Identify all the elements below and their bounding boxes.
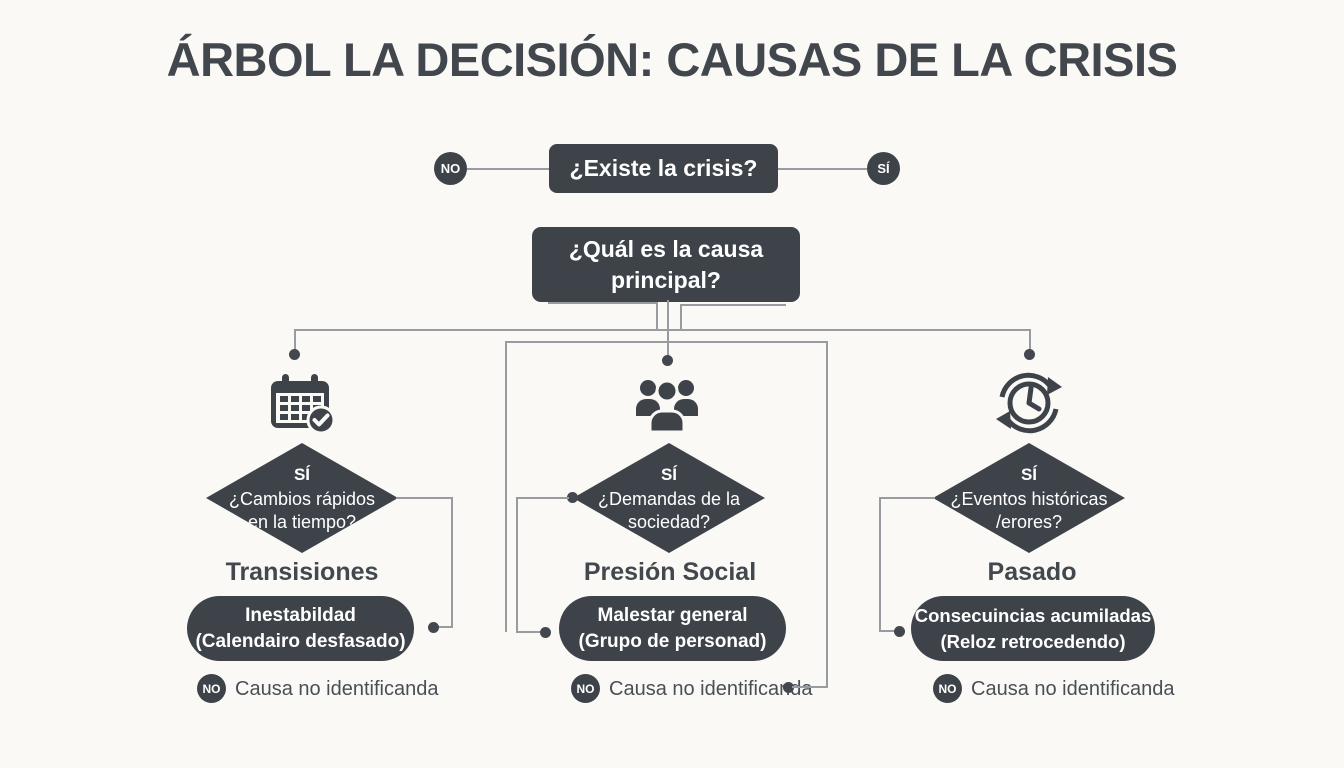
connector-dot	[289, 349, 300, 360]
connector-line	[681, 304, 786, 306]
diamond-question-line1: ¿Cambios rápidos	[228, 488, 376, 509]
connector-line	[517, 631, 544, 633]
connector-line	[437, 626, 452, 628]
decision-diamond-past: SÍ ¿Eventos históricas /erores?	[933, 443, 1125, 553]
connector-line	[792, 686, 828, 688]
connector-line	[467, 168, 549, 170]
diamond-question-line1: ¿Eventos históricas	[950, 488, 1108, 509]
diamond-question-line1: ¿Demandas de la	[597, 488, 741, 509]
result-line1: Inestabildad	[245, 604, 356, 626]
history-clock-icon	[994, 370, 1064, 441]
connector-line	[680, 304, 682, 330]
middle-frame-left	[505, 341, 507, 632]
diamond-yes-label: SÍ	[660, 464, 678, 484]
result-pill-unrest: Malestar general (Grupo de personad)	[559, 596, 786, 661]
diamond-question-line2: sociedad?	[627, 511, 711, 532]
fallback-text: Causa no identificanda	[235, 678, 439, 700]
connector-line	[295, 329, 1031, 331]
connector-dot	[1024, 349, 1035, 360]
connector-line	[1029, 329, 1031, 350]
connector-dot	[540, 627, 551, 638]
connector-dot	[428, 622, 439, 633]
decision-diamond-society: SÍ ¿Demandas de la sociedad?	[573, 443, 765, 553]
result-line1: Malestar general	[597, 604, 748, 626]
calendar-check-icon	[268, 374, 338, 439]
connector-line	[879, 497, 881, 632]
diamond-question-line2: en la tiempo?	[247, 511, 357, 532]
connector-line	[880, 630, 897, 632]
connector-line	[656, 302, 658, 330]
result-line1: Consecuincias acumiladas	[914, 604, 1152, 626]
category-label-transitions: Transisiones	[225, 558, 379, 586]
fallback-text: Causa no identificanda	[971, 678, 1175, 700]
connector-dot	[567, 492, 578, 503]
diamond-question-line2: /erores?	[995, 511, 1063, 532]
main-question-line2: principal?	[611, 266, 721, 293]
connector-line	[880, 497, 935, 499]
connector-dot	[783, 682, 794, 693]
main-question-line1: ¿Quál es la causa	[568, 235, 764, 262]
fallback-text: Causa no identificanda	[609, 678, 813, 700]
connector-line	[548, 302, 658, 304]
connector-line	[778, 168, 867, 170]
connector-line	[294, 329, 296, 350]
diamond-yes-label: SÍ	[293, 464, 311, 484]
no-badge: NO	[571, 674, 600, 703]
connector-line	[451, 497, 453, 628]
category-label-past: Pasado	[987, 558, 1077, 586]
connector-line	[517, 497, 569, 499]
middle-frame-top	[505, 341, 827, 343]
main-question-box: ¿Quál es la causa principal?	[532, 227, 800, 302]
root-yes-badge: SÍ	[867, 152, 900, 185]
connector-line	[516, 497, 518, 633]
page-title: ÁRBOL LA DECISIÓN: CAUSAS DE LA CRISIS	[166, 33, 1178, 86]
people-group-icon	[634, 372, 700, 441]
decision-diamond-time: SÍ ¿Cambios rápidos en la tiempo?	[206, 443, 398, 553]
result-pill-consequences: Consecuincias acumiladas (Reloz retroced…	[911, 596, 1155, 661]
root-no-badge: NO	[434, 152, 467, 185]
connector-dot	[662, 355, 673, 366]
category-label-social-pressure: Presión Social	[583, 558, 757, 586]
result-line2: (Grupo de personad)	[578, 630, 767, 652]
root-question-box: ¿Existe la crisis?	[549, 144, 778, 193]
no-badge: NO	[197, 674, 226, 703]
connector-dot	[894, 626, 905, 637]
connector-line	[396, 497, 452, 499]
result-line2: (Calendairo desfasado)	[195, 630, 406, 652]
connector-line	[667, 300, 669, 357]
result-pill-instability: Inestabildad (Calendairo desfasado)	[187, 596, 414, 661]
middle-frame-right	[826, 341, 828, 688]
no-badge: NO	[933, 674, 962, 703]
diamond-yes-label: SÍ	[1020, 464, 1038, 484]
result-line2: (Reloz retrocedendo)	[940, 630, 1126, 652]
